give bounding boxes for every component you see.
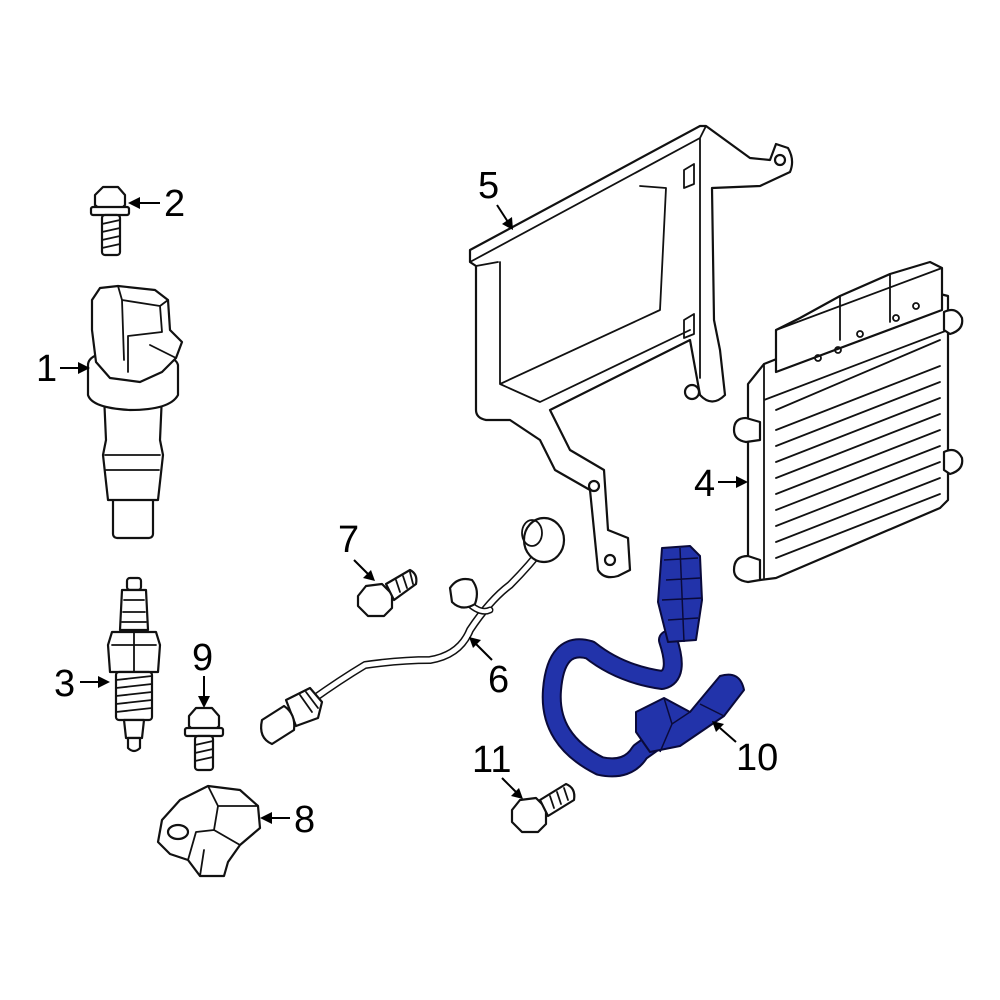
callout-11: 11 bbox=[472, 739, 511, 781]
part-6-sensor-harness[interactable] bbox=[260, 516, 566, 746]
leader-arrows bbox=[60, 197, 748, 824]
callout-labels: 1 2 3 4 5 6 7 8 9 10 11 bbox=[36, 165, 778, 841]
part-7-bolt[interactable] bbox=[356, 568, 418, 618]
callout-3: 3 bbox=[54, 663, 75, 705]
callout-10: 10 bbox=[736, 737, 778, 779]
callout-8: 8 bbox=[294, 799, 315, 841]
part-11-bolt[interactable] bbox=[510, 782, 576, 834]
callout-2: 2 bbox=[164, 183, 185, 225]
callout-4: 4 bbox=[694, 463, 715, 505]
part-10-wiring-harness[interactable] bbox=[541, 545, 745, 778]
callout-7: 7 bbox=[338, 519, 359, 561]
part-5-bracket[interactable] bbox=[468, 124, 794, 579]
part-4-ecu[interactable] bbox=[732, 260, 964, 584]
part-2-bolt[interactable] bbox=[89, 185, 131, 257]
part-1-ignition-coil[interactable] bbox=[86, 284, 184, 540]
part-3-spark-plug[interactable] bbox=[106, 576, 162, 753]
part-9-bolt[interactable] bbox=[183, 706, 225, 772]
callout-6: 6 bbox=[488, 659, 509, 701]
callout-9: 9 bbox=[192, 637, 213, 679]
callout-1: 1 bbox=[36, 348, 57, 390]
part-8-sensor[interactable] bbox=[156, 784, 262, 878]
callout-5: 5 bbox=[478, 165, 499, 207]
